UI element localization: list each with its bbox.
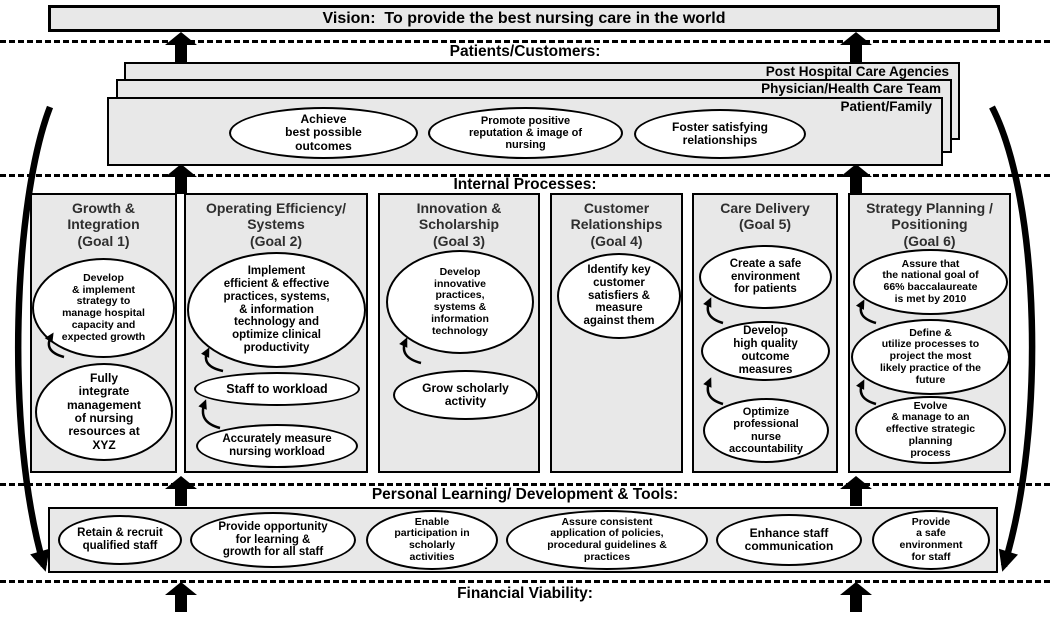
personal-oval: Retain & recruit qualified staff (58, 515, 182, 565)
personal-oval: Provide a safe environment for staff (872, 510, 990, 570)
personal-oval: Enhance staff communication (716, 514, 862, 566)
customer-oval: Achieve best possible outcomes (229, 107, 418, 159)
dashed-divider (0, 174, 1050, 177)
goal-oval: Evolve & manage to an effective strategi… (855, 396, 1006, 464)
personal-oval: Enable participation in scholarly activi… (366, 510, 498, 570)
goal-oval: Create a safe environment for patients (699, 245, 832, 309)
goal-oval: Identify key customer satisfiers & measu… (557, 253, 681, 339)
goal-oval: Develop innovative practices, systems & … (386, 250, 534, 354)
up-arrow (840, 32, 872, 62)
vision-banner: Vision: To provide the best nursing care… (48, 5, 1000, 32)
up-arrow (840, 582, 872, 612)
up-arrow (840, 476, 872, 506)
section-label-internal-processes: Internal Processes: (453, 176, 597, 193)
section-label-financial-viability: Financial Viability: (457, 585, 593, 602)
customer-oval: Promote positive reputation & image of n… (428, 107, 623, 159)
goal-oval: Develop high quality outcome measures (701, 321, 830, 381)
up-arrow (165, 32, 197, 62)
goal-oval: Assure that the national goal of 66% bac… (853, 249, 1008, 315)
goal-title: Innovation & Scholarship (Goal 3) (416, 200, 502, 249)
goal-oval: Optimize professional nurse accountabili… (703, 398, 829, 463)
customer-card-label: Patient/Family (840, 99, 932, 114)
personal-oval: Provide opportunity for learning & growt… (190, 512, 356, 568)
dashed-divider (0, 483, 1050, 486)
goal-title: Care Delivery (Goal 5) (720, 200, 810, 233)
vision-text: Vision: To provide the best nursing care… (322, 9, 726, 27)
goal-title: Customer Relationships (Goal 4) (570, 200, 663, 249)
goal-title: Strategy Planning / Positioning (Goal 6) (866, 200, 993, 249)
goal-oval: Staff to workload (194, 372, 360, 406)
up-arrow (165, 582, 197, 612)
customer-card-label: Physician/Health Care Team (761, 81, 941, 96)
section-label-patients-customers: Patients/Customers: (449, 43, 601, 60)
up-arrow (165, 164, 197, 194)
goal-title: Growth & Integration (Goal 1) (67, 200, 140, 249)
customer-card-label: Post Hospital Care Agencies (765, 64, 949, 79)
goal-oval: Grow scholarly activity (393, 370, 538, 420)
dashed-divider (0, 40, 1050, 43)
up-arrow (840, 164, 872, 194)
goal-title: Operating Efficiency/ Systems (Goal 2) (205, 200, 347, 249)
goal-column-customer-relationships: Customer Relationships (Goal 4) (550, 193, 683, 473)
goal-oval: Define & utilize processes to project th… (851, 319, 1010, 395)
goal-oval: Implement efficient & effective practice… (187, 252, 366, 368)
dashed-divider (0, 580, 1050, 583)
up-arrow (165, 476, 197, 506)
goal-oval: Accurately measure nursing workload (196, 424, 358, 468)
goal-oval: Develop & implement strategy to manage h… (32, 258, 175, 358)
section-label-personal-learning: Personal Learning/ Development & Tools: (371, 486, 679, 503)
customer-oval: Foster satisfying relationships (634, 109, 806, 159)
goal-oval: Fully integrate management of nursing re… (35, 363, 173, 461)
personal-oval: Assure consistent application of policie… (506, 510, 708, 570)
